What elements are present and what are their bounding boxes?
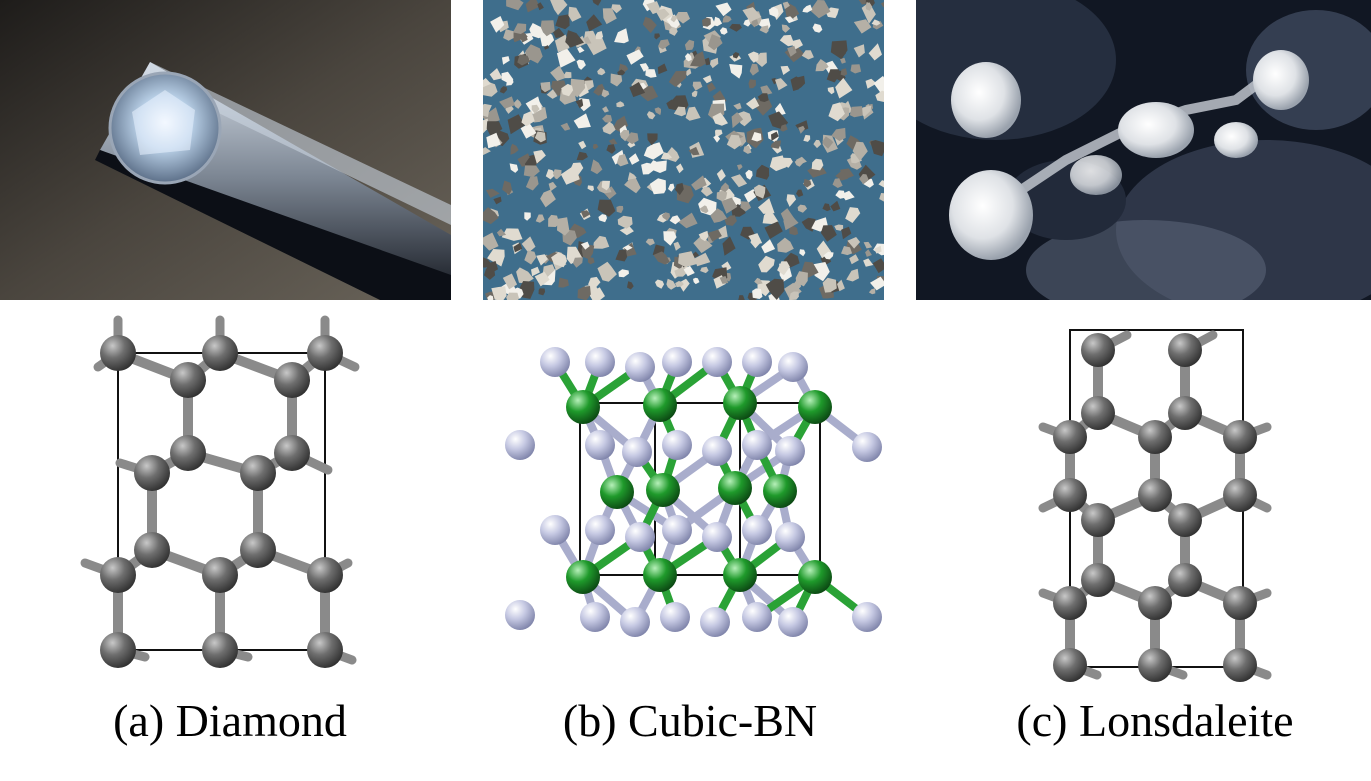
nitrogen-atom bbox=[798, 560, 832, 594]
boron-atom bbox=[585, 430, 615, 460]
carbon-atom bbox=[240, 532, 276, 568]
carbon-atom bbox=[1223, 586, 1257, 620]
carbon-atom bbox=[1223, 648, 1257, 682]
diamond-photo bbox=[0, 0, 451, 300]
nitrogen-atom bbox=[718, 471, 752, 505]
carbon-atom bbox=[1138, 586, 1172, 620]
caption-lonsdaleite: (c) Lonsdaleite bbox=[960, 690, 1350, 760]
carbon-atom bbox=[1168, 333, 1202, 367]
boron-atom bbox=[778, 607, 808, 637]
boron-atom bbox=[660, 602, 690, 632]
boron-atom bbox=[625, 352, 655, 382]
nitrogen-atom bbox=[723, 386, 757, 420]
nitrogen-atom bbox=[798, 390, 832, 424]
carbon-atom bbox=[274, 435, 310, 471]
carbon-atom bbox=[307, 557, 343, 593]
carbon-atom bbox=[1138, 478, 1172, 512]
carbon-atom bbox=[134, 532, 170, 568]
nitrogen-atom bbox=[566, 390, 600, 424]
boron-atom bbox=[620, 607, 650, 637]
boron-atom bbox=[505, 600, 535, 630]
carbon-atom bbox=[170, 435, 206, 471]
carbon-atom bbox=[1053, 478, 1087, 512]
boron-atom bbox=[540, 515, 570, 545]
carbon-atom bbox=[100, 335, 136, 371]
cubic-bn-structure-diagram bbox=[495, 305, 895, 680]
boron-atom bbox=[580, 602, 610, 632]
lonsdaleite-photo bbox=[916, 0, 1371, 300]
carbon-atom bbox=[1081, 396, 1115, 430]
boron-atom bbox=[742, 515, 772, 545]
carbon-atom bbox=[1168, 503, 1202, 537]
carbon-atom bbox=[202, 557, 238, 593]
boron-atom bbox=[742, 430, 772, 460]
boron-atom bbox=[662, 347, 692, 377]
boron-atom bbox=[702, 436, 732, 466]
carbon-atom bbox=[307, 335, 343, 371]
boron-atom bbox=[700, 607, 730, 637]
carbon-atom bbox=[1138, 648, 1172, 682]
boron-atom bbox=[778, 352, 808, 382]
carbon-atom bbox=[1053, 586, 1087, 620]
boron-atom bbox=[742, 602, 772, 632]
boron-atom bbox=[662, 515, 692, 545]
boron-atom bbox=[622, 437, 652, 467]
nitrogen-atom bbox=[600, 475, 634, 509]
carbon-atom bbox=[1081, 333, 1115, 367]
boron-atom bbox=[852, 432, 882, 462]
diamond-structure-diagram bbox=[60, 305, 400, 680]
carbon-atom bbox=[202, 632, 238, 668]
carbon-atom bbox=[202, 335, 238, 371]
carbon-atom bbox=[1168, 563, 1202, 597]
carbon-atom bbox=[307, 632, 343, 668]
nitrogen-atom bbox=[763, 474, 797, 508]
carbon-atom bbox=[100, 557, 136, 593]
boron-atom bbox=[585, 515, 615, 545]
carbon-atom bbox=[1053, 648, 1087, 682]
boron-atom bbox=[775, 522, 805, 552]
carbon-atom bbox=[100, 632, 136, 668]
carbon-atom bbox=[1081, 503, 1115, 537]
carbon-atom bbox=[1053, 420, 1087, 454]
nitrogen-atom bbox=[643, 558, 677, 592]
carbon-atom bbox=[274, 362, 310, 398]
boron-atom bbox=[742, 347, 772, 377]
caption-cubic-bn: (b) Cubic-BN bbox=[490, 690, 890, 760]
boron-atom bbox=[540, 347, 570, 377]
carbon-atom bbox=[1168, 396, 1202, 430]
nitrogen-atom bbox=[723, 558, 757, 592]
boron-atom bbox=[702, 347, 732, 377]
nitrogen-atom bbox=[566, 560, 600, 594]
boron-atom bbox=[662, 430, 692, 460]
carbon-atom bbox=[240, 455, 276, 491]
carbon-atom bbox=[134, 455, 170, 491]
carbon-atom bbox=[170, 362, 206, 398]
boron-atom bbox=[852, 602, 882, 632]
carbon-atom bbox=[1223, 478, 1257, 512]
boron-atom bbox=[505, 430, 535, 460]
boron-atom bbox=[585, 347, 615, 377]
carbon-atom bbox=[1081, 563, 1115, 597]
nitrogen-atom bbox=[646, 473, 680, 507]
nitrogen-atom bbox=[643, 388, 677, 422]
boron-atom bbox=[625, 522, 655, 552]
caption-diamond: (a) Diamond bbox=[40, 690, 420, 760]
boron-atom bbox=[702, 522, 732, 552]
carbon-atom bbox=[1223, 420, 1257, 454]
boron-nitride-grains-photo bbox=[483, 0, 884, 300]
carbon-atom bbox=[1138, 420, 1172, 454]
boron-atom bbox=[775, 436, 805, 466]
lonsdaleite-structure-diagram bbox=[1015, 305, 1275, 680]
